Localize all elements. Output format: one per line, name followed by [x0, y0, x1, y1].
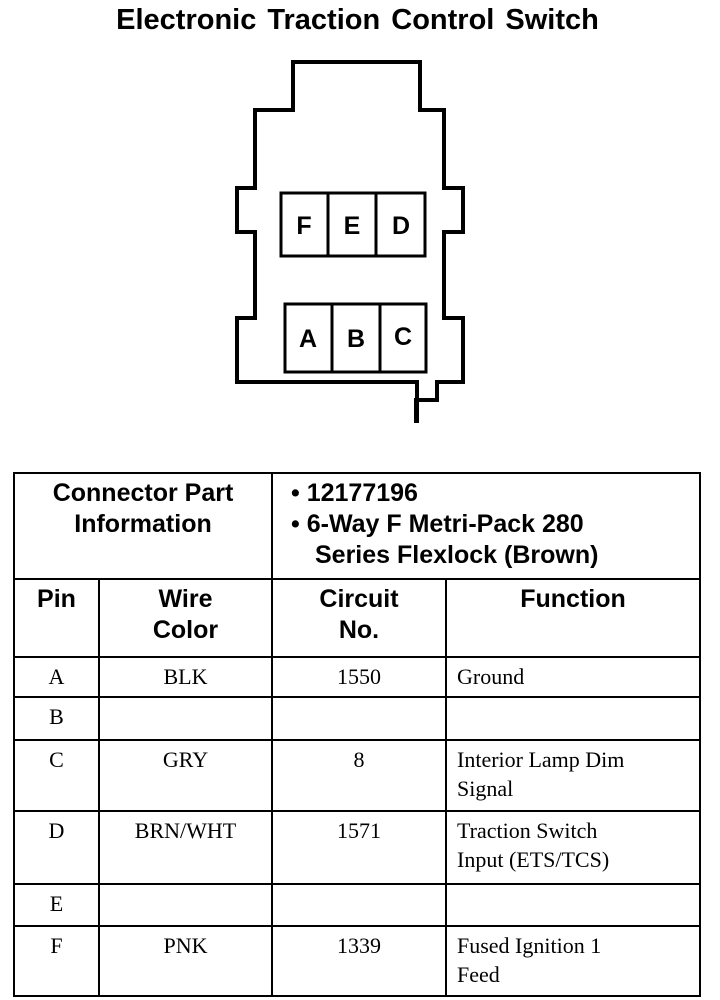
wire-color-cell [98, 883, 273, 927]
diagram-title: Electronic Traction Control Switch [116, 4, 599, 36]
cavity-label-c: C [394, 323, 412, 351]
pin-cell: C [13, 739, 100, 812]
wire-color-cell [98, 696, 273, 741]
column-header-row: Pin Wire Color Circuit No. Function [13, 578, 701, 658]
function-cell: Ground [445, 656, 701, 698]
wire-color-cell: GRY [98, 739, 273, 812]
table-row: C GRY 8 Interior Lamp Dim Signal [13, 739, 701, 812]
cavity-label-b: B [347, 325, 365, 353]
connector-info-table: Connector Part Information • 12177196 • … [13, 472, 701, 997]
wire-color-cell: BLK [98, 656, 273, 698]
cavity-label-f: F [296, 212, 311, 240]
circuit-cell [271, 696, 447, 741]
circuit-cell: 1571 [271, 810, 447, 885]
pin-cell: A [13, 656, 100, 698]
cavity-row-top: F E D [279, 191, 427, 258]
circuit-cell [271, 883, 447, 927]
pin-cell: F [13, 925, 100, 997]
cavity-row-bottom: A B C [283, 302, 428, 374]
cavity-label-e: E [344, 212, 361, 240]
pin-cell: E [13, 883, 100, 927]
table-row: F PNK 1339 Fused Ignition 1 Feed [13, 925, 701, 997]
header-pin: Pin [13, 578, 100, 658]
header-circuit-no: Circuit No. [271, 578, 447, 658]
cavity-label-a: A [299, 325, 317, 353]
circuit-cell: 1550 [271, 656, 447, 698]
function-cell [445, 696, 701, 741]
header-wire-color: Wire Color [98, 578, 273, 658]
function-cell: Traction Switch Input (ETS/TCS) [445, 810, 701, 885]
part-info-label: Connector Part Information [13, 472, 273, 580]
function-cell: Interior Lamp Dim Signal [445, 739, 701, 812]
connector-housing-outline [235, 60, 465, 423]
part-info-row: Connector Part Information • 12177196 • … [13, 472, 701, 580]
header-function: Function [445, 578, 701, 658]
circuit-cell: 8 [271, 739, 447, 812]
table-row: E [13, 883, 701, 927]
table-row: B [13, 696, 701, 741]
cavity-label-d: D [392, 212, 410, 240]
wire-color-cell: PNK [98, 925, 273, 997]
wire-color-cell: BRN/WHT [98, 810, 273, 885]
cavity-d [374, 191, 427, 258]
cavity-c [378, 302, 428, 374]
pin-cell: D [13, 810, 100, 885]
circuit-cell: 1339 [271, 925, 447, 997]
table-row: D BRN/WHT 1571 Traction Switch Input (ET… [13, 810, 701, 885]
part-number-item: • 12177196 [291, 479, 418, 507]
function-cell: Fused Ignition 1 Feed [445, 925, 701, 997]
connector-face-diagram: F E D A B C [235, 60, 465, 423]
table-row: A BLK 1550 Ground [13, 656, 701, 698]
pin-cell: B [13, 696, 100, 741]
function-cell [445, 883, 701, 927]
